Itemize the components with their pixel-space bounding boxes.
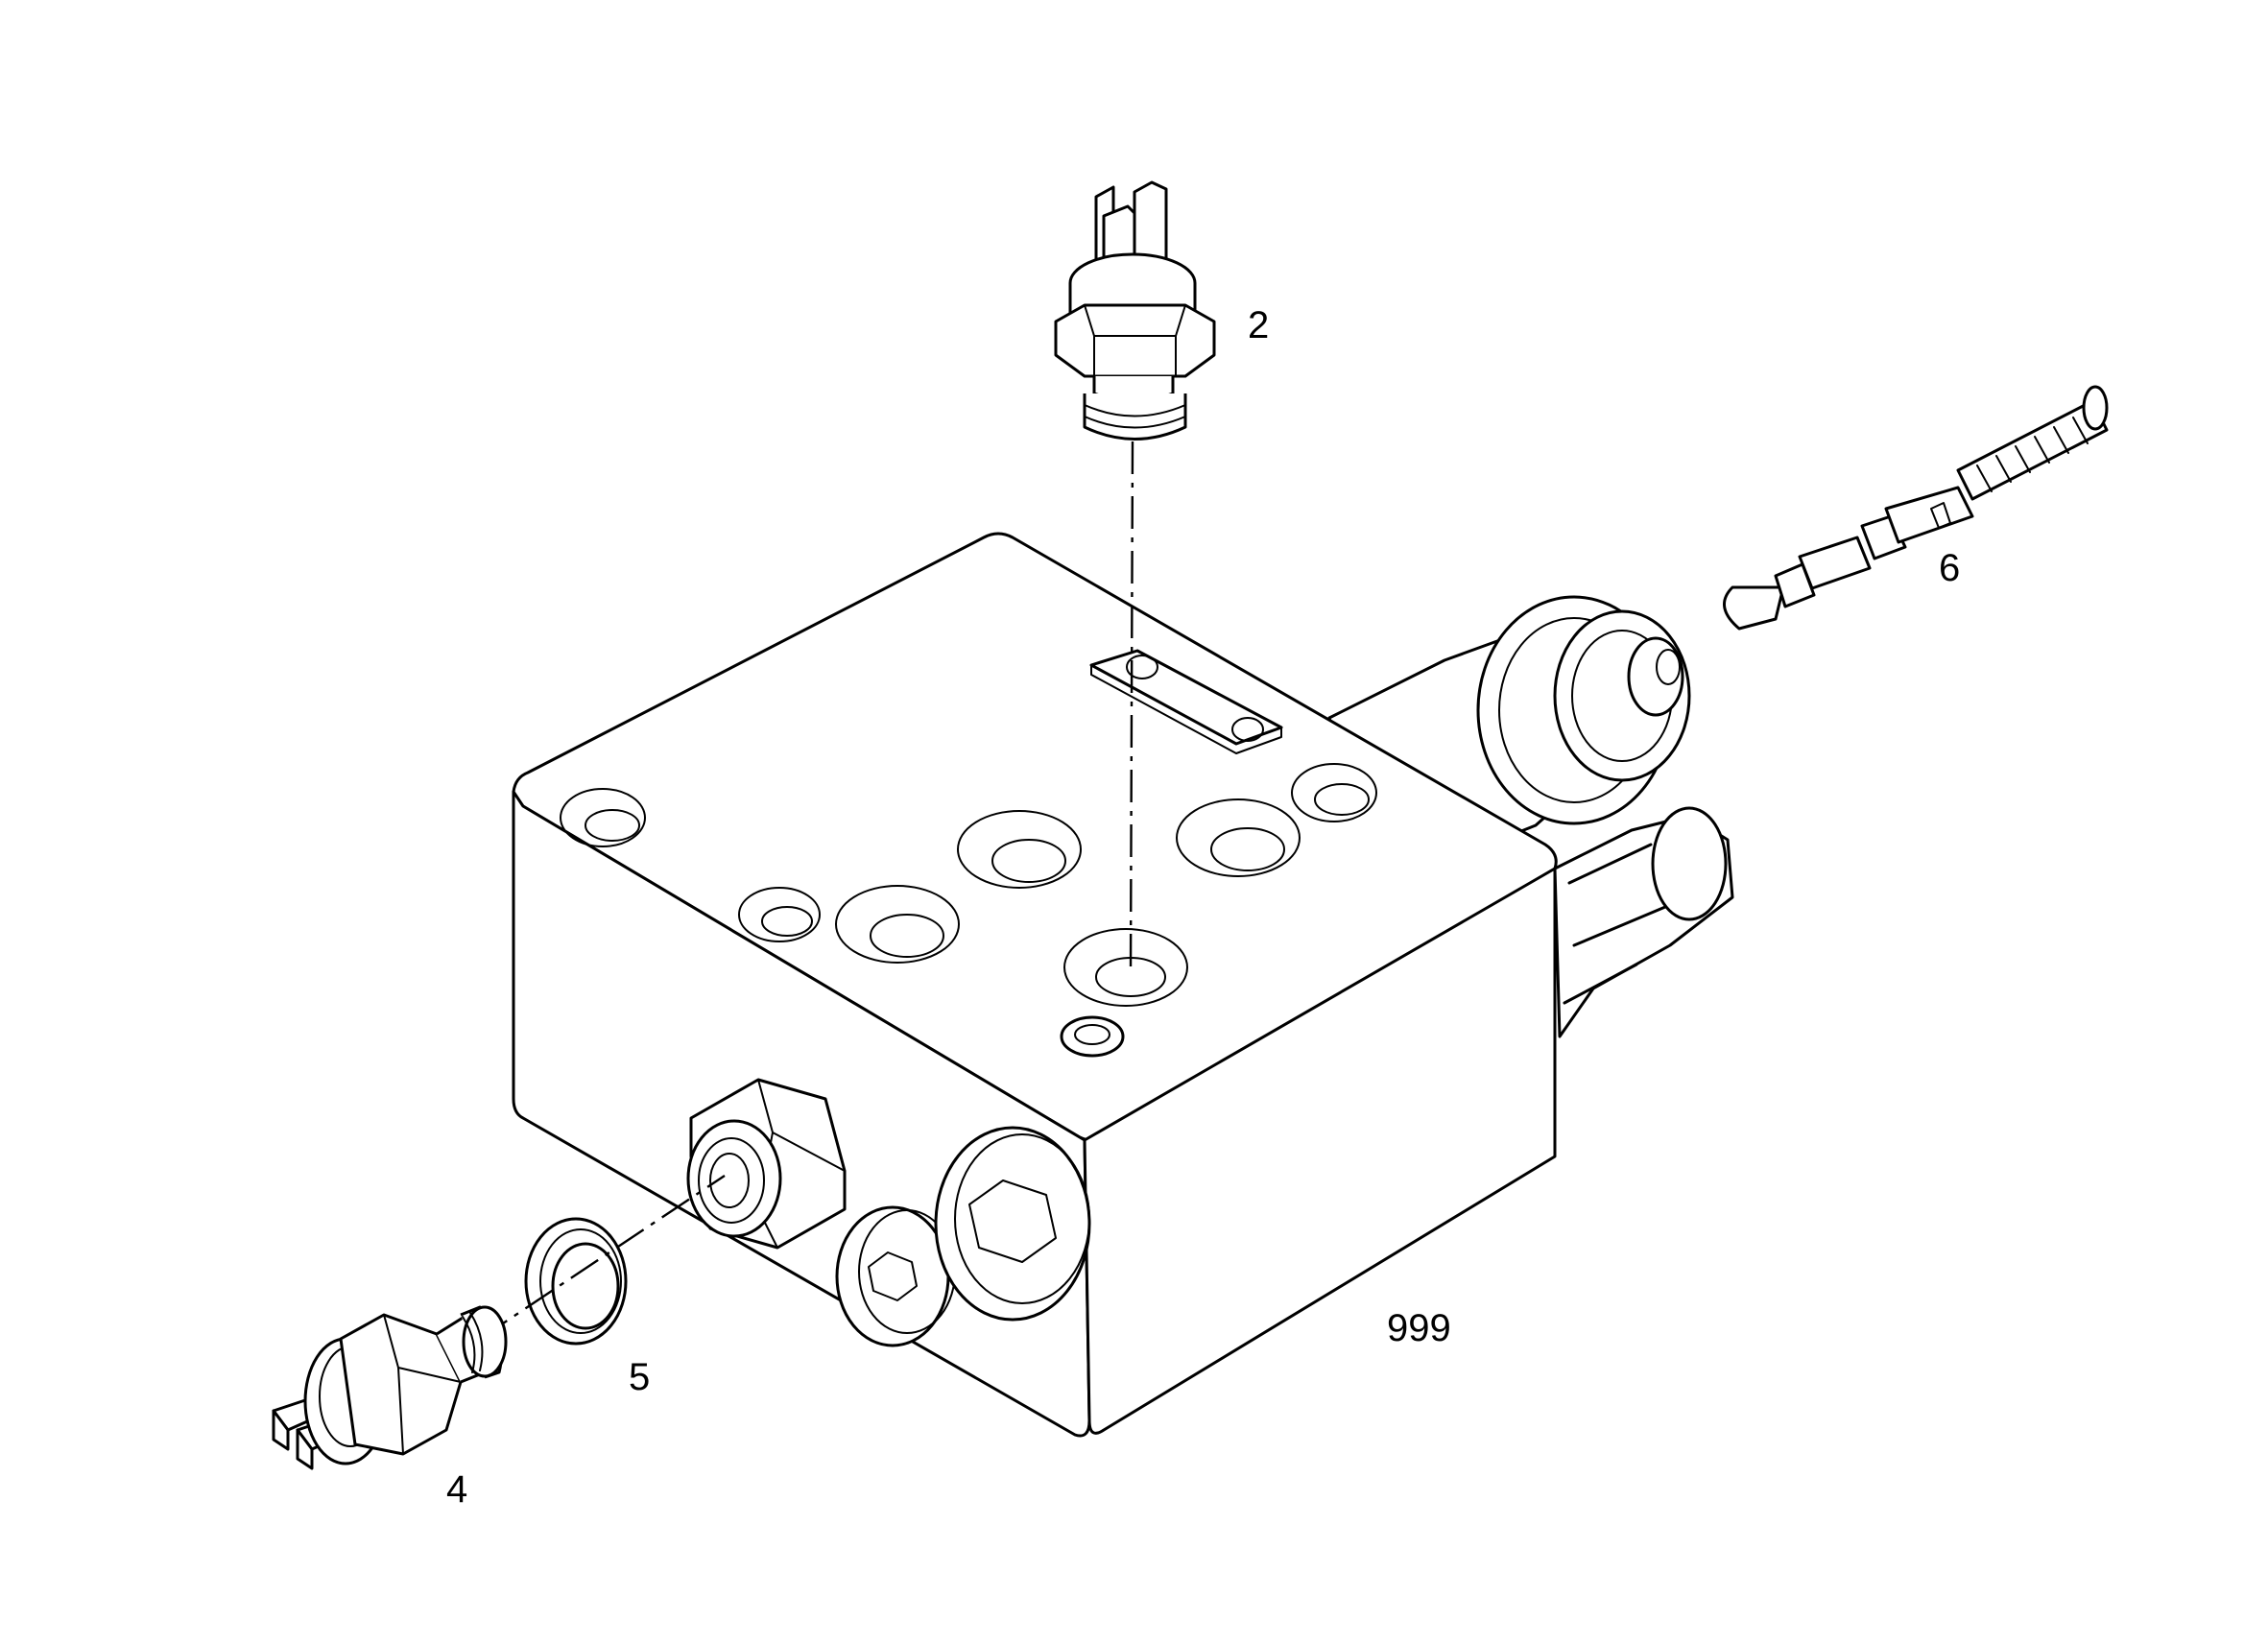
block-right-face [1083, 867, 1557, 1435]
pressure-switch-top [1054, 180, 1216, 441]
callout-2: 2 [1248, 304, 1269, 346]
callout-5: 5 [629, 1356, 650, 1398]
centerline-part-4-5 [479, 1175, 726, 1340]
rear-cartridge-lower [1553, 806, 1734, 1038]
pressure-switch-bottom [272, 1305, 508, 1470]
sealing-ring [524, 1217, 628, 1346]
top-plate [1089, 649, 1283, 754]
centerline-part-2 [1129, 441, 1134, 975]
callout-999: 999 [1387, 1307, 1451, 1349]
callout-4: 4 [446, 1468, 467, 1511]
hex-fitting [686, 1078, 847, 1250]
top-ports [560, 763, 1377, 1058]
hex-socket-plug-large [934, 1126, 1091, 1322]
callout-6: 6 [1939, 547, 1960, 589]
valve-block [512, 532, 1734, 1438]
valve-stem [1723, 385, 2109, 631]
